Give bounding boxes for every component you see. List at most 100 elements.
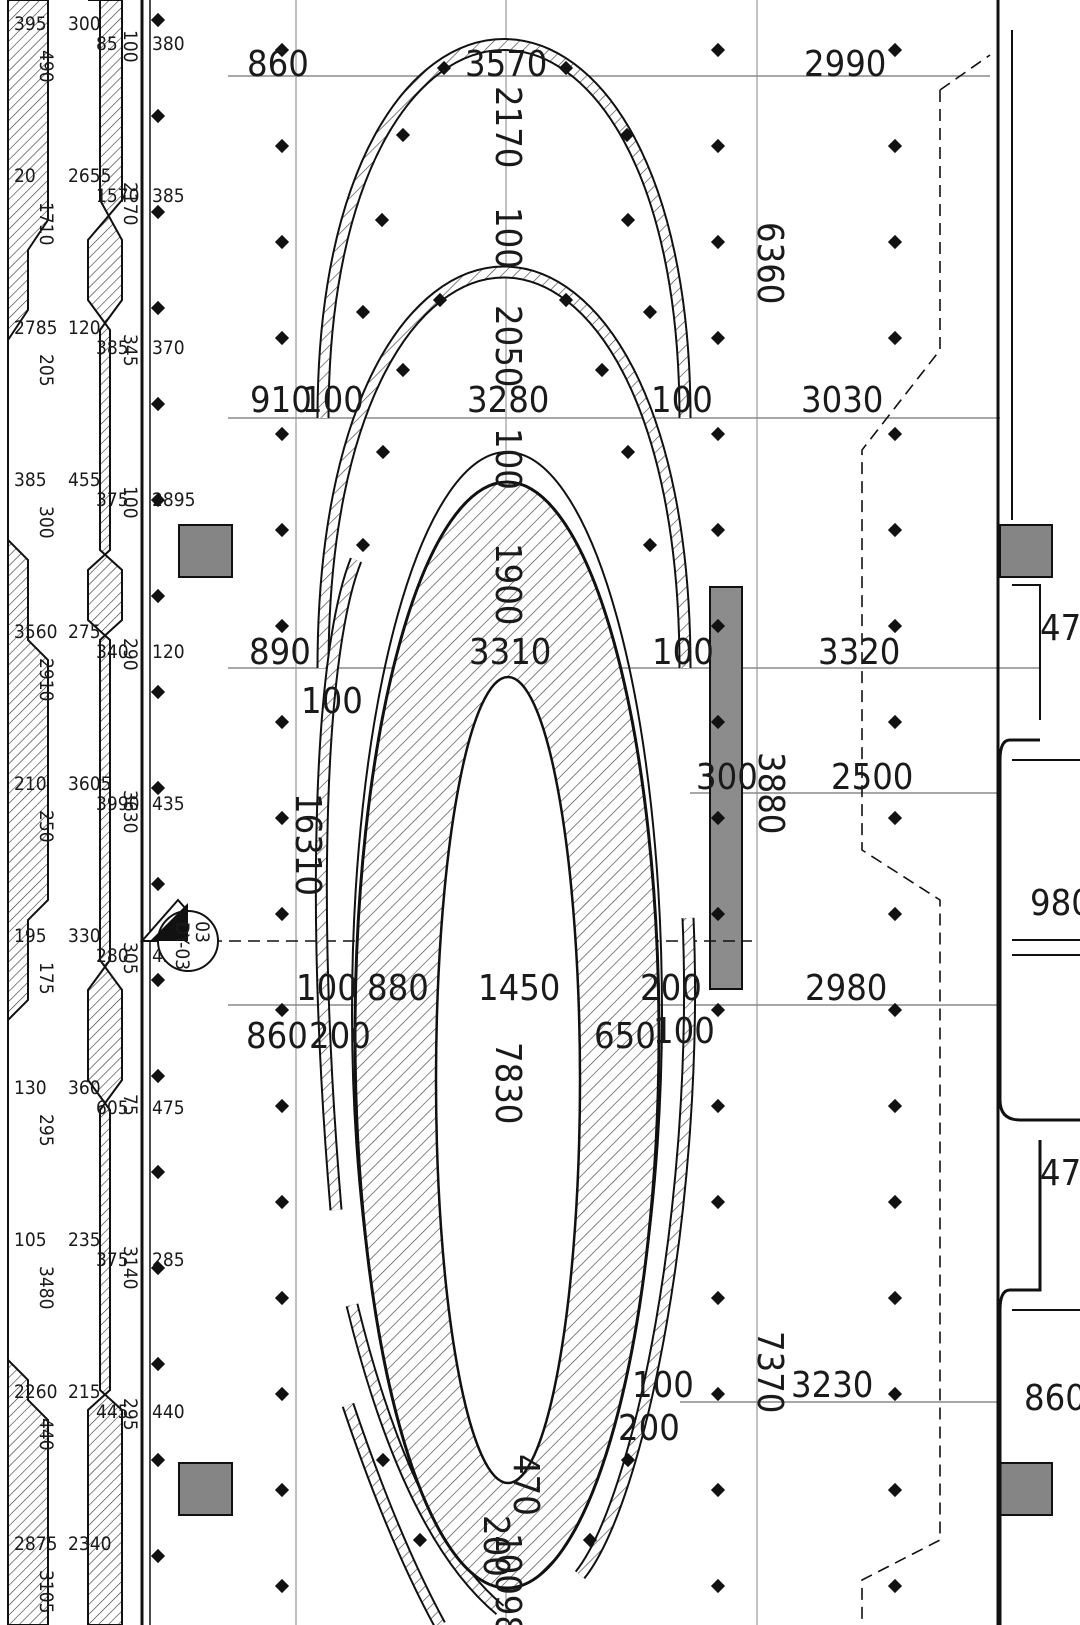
dim-label: 3310 [469, 632, 551, 673]
right-boundary-dashed [861, 54, 991, 1625]
dim-label: 3570 [465, 44, 547, 85]
left-strip-dim-label: 340 [96, 641, 129, 663]
light-dot [710, 1290, 726, 1306]
left-strip-dim-label: 605 [96, 1097, 129, 1119]
left-strip-dim-label: 235 [68, 1229, 101, 1251]
left-strip-dim-label: 455 [68, 469, 101, 491]
left-strip-dim-label: 1710 [35, 202, 57, 246]
left-strip-dim-label: 385 [96, 337, 129, 359]
left-strip-dim-label: 195 [14, 925, 47, 947]
light-dot [710, 714, 726, 730]
light-dot [375, 1452, 391, 1468]
light-dot [355, 537, 371, 553]
left-strip-dim-label: 105 [14, 1229, 47, 1251]
light-dot [710, 1482, 726, 1498]
left-strip-dim-label: 3105 [35, 1570, 57, 1614]
dim-label: 100 [653, 1011, 715, 1052]
left-strip-dim-label: 300 [68, 13, 101, 35]
dim-label-right-edge: 470 [1040, 1153, 1080, 1194]
light-dot [887, 234, 903, 250]
light-dot [710, 330, 726, 346]
light-dot [150, 684, 166, 700]
dim-label: 650 [594, 1016, 656, 1057]
structural-column [999, 524, 1053, 578]
light-dot [887, 426, 903, 442]
light-dot [710, 618, 726, 634]
left-strip-dim-label: 385 [152, 185, 185, 207]
light-dot [274, 42, 290, 58]
left-strip-dim-label: 175 [35, 962, 57, 995]
left-strip-dim-label: 3480 [35, 1266, 57, 1310]
dim-label: 1450 [478, 968, 560, 1009]
dim-label-right-edge: 980 [1030, 883, 1080, 924]
light-dot [150, 972, 166, 988]
left-strip-dim-label: 330 [68, 925, 101, 947]
light-dot [150, 108, 166, 124]
light-dot [558, 60, 574, 76]
left-strip-dim-label: 2655 [68, 165, 112, 187]
left-strip-dim-label: 345 [119, 334, 141, 367]
left-strip-dim-label: 370 [152, 337, 185, 359]
light-dot [887, 330, 903, 346]
light-dot [887, 42, 903, 58]
left-hatched-wall-inner [87, 0, 123, 1625]
section-marker-top: 03 [191, 921, 213, 943]
light-dot [710, 1386, 726, 1402]
dim-label-vertical: 16310 [287, 793, 328, 896]
light-dot [887, 1098, 903, 1114]
left-strip-dim-label: 250 [35, 810, 57, 843]
left-strip-dim-label: 445 [96, 1401, 129, 1423]
structural-column [178, 524, 233, 578]
light-dot [436, 60, 452, 76]
light-dot [274, 330, 290, 346]
structural-column [178, 1462, 233, 1516]
light-dot [274, 1290, 290, 1306]
left-strip-dim-label: 475 [152, 1097, 185, 1119]
light-dot [582, 1532, 598, 1548]
left-strip-dim-label: 85 [96, 33, 118, 55]
left-strip-dim-label: 20 [14, 165, 36, 187]
left-strip-dim-label: 375 [96, 1249, 129, 1271]
left-strip-dim-label: 360 [68, 1077, 101, 1099]
light-dot [274, 522, 290, 538]
light-dot [150, 1068, 166, 1084]
light-dot [620, 212, 636, 228]
left-hatched-wall-outer [7, 0, 49, 1625]
left-strip-dim-label: 100 [119, 486, 141, 519]
left-strip-dim-label: 385 [14, 469, 47, 491]
light-dot [150, 1356, 166, 1372]
light-dot [274, 714, 290, 730]
left-strip-dim-label: 3560 [14, 621, 58, 643]
dim-label: 860 [246, 1016, 308, 1057]
dim-label-vertical: 2170 [487, 86, 528, 168]
light-dot [412, 1532, 428, 1548]
dim-label: 890 [249, 632, 311, 673]
left-strip-dim-label: 280 [96, 945, 129, 967]
dim-label: 100 [296, 968, 358, 1009]
light-dot [642, 537, 658, 553]
dim-label: 3230 [791, 1365, 873, 1406]
dim-label-vertical: 100 [487, 207, 528, 269]
light-dot [558, 292, 574, 308]
light-dot [274, 618, 290, 634]
light-dot [150, 1452, 166, 1468]
dim-label-vertical: 3880 [750, 752, 791, 834]
light-dot [150, 300, 166, 316]
dim-label-right-edge: 860 [1024, 1378, 1080, 1419]
left-strip-dim-label: 120 [68, 317, 101, 339]
dim-label-vertical: 10098 [487, 1533, 528, 1625]
dim-label: 880 [367, 968, 429, 1009]
light-dot [274, 1194, 290, 1210]
left-strip-dim-label: 2910 [35, 658, 57, 702]
dim-label-right-edge: 470 [1040, 608, 1080, 649]
left-strip-dim-label: 380 [152, 33, 185, 55]
light-dot [887, 906, 903, 922]
left-strip-dim-label: 215 [68, 1381, 101, 1403]
light-dot [887, 1482, 903, 1498]
section-marker-bottom: DY-03 [171, 922, 193, 970]
light-dot [887, 1578, 903, 1594]
dim-label: 300 [696, 757, 758, 798]
light-dot [274, 138, 290, 154]
